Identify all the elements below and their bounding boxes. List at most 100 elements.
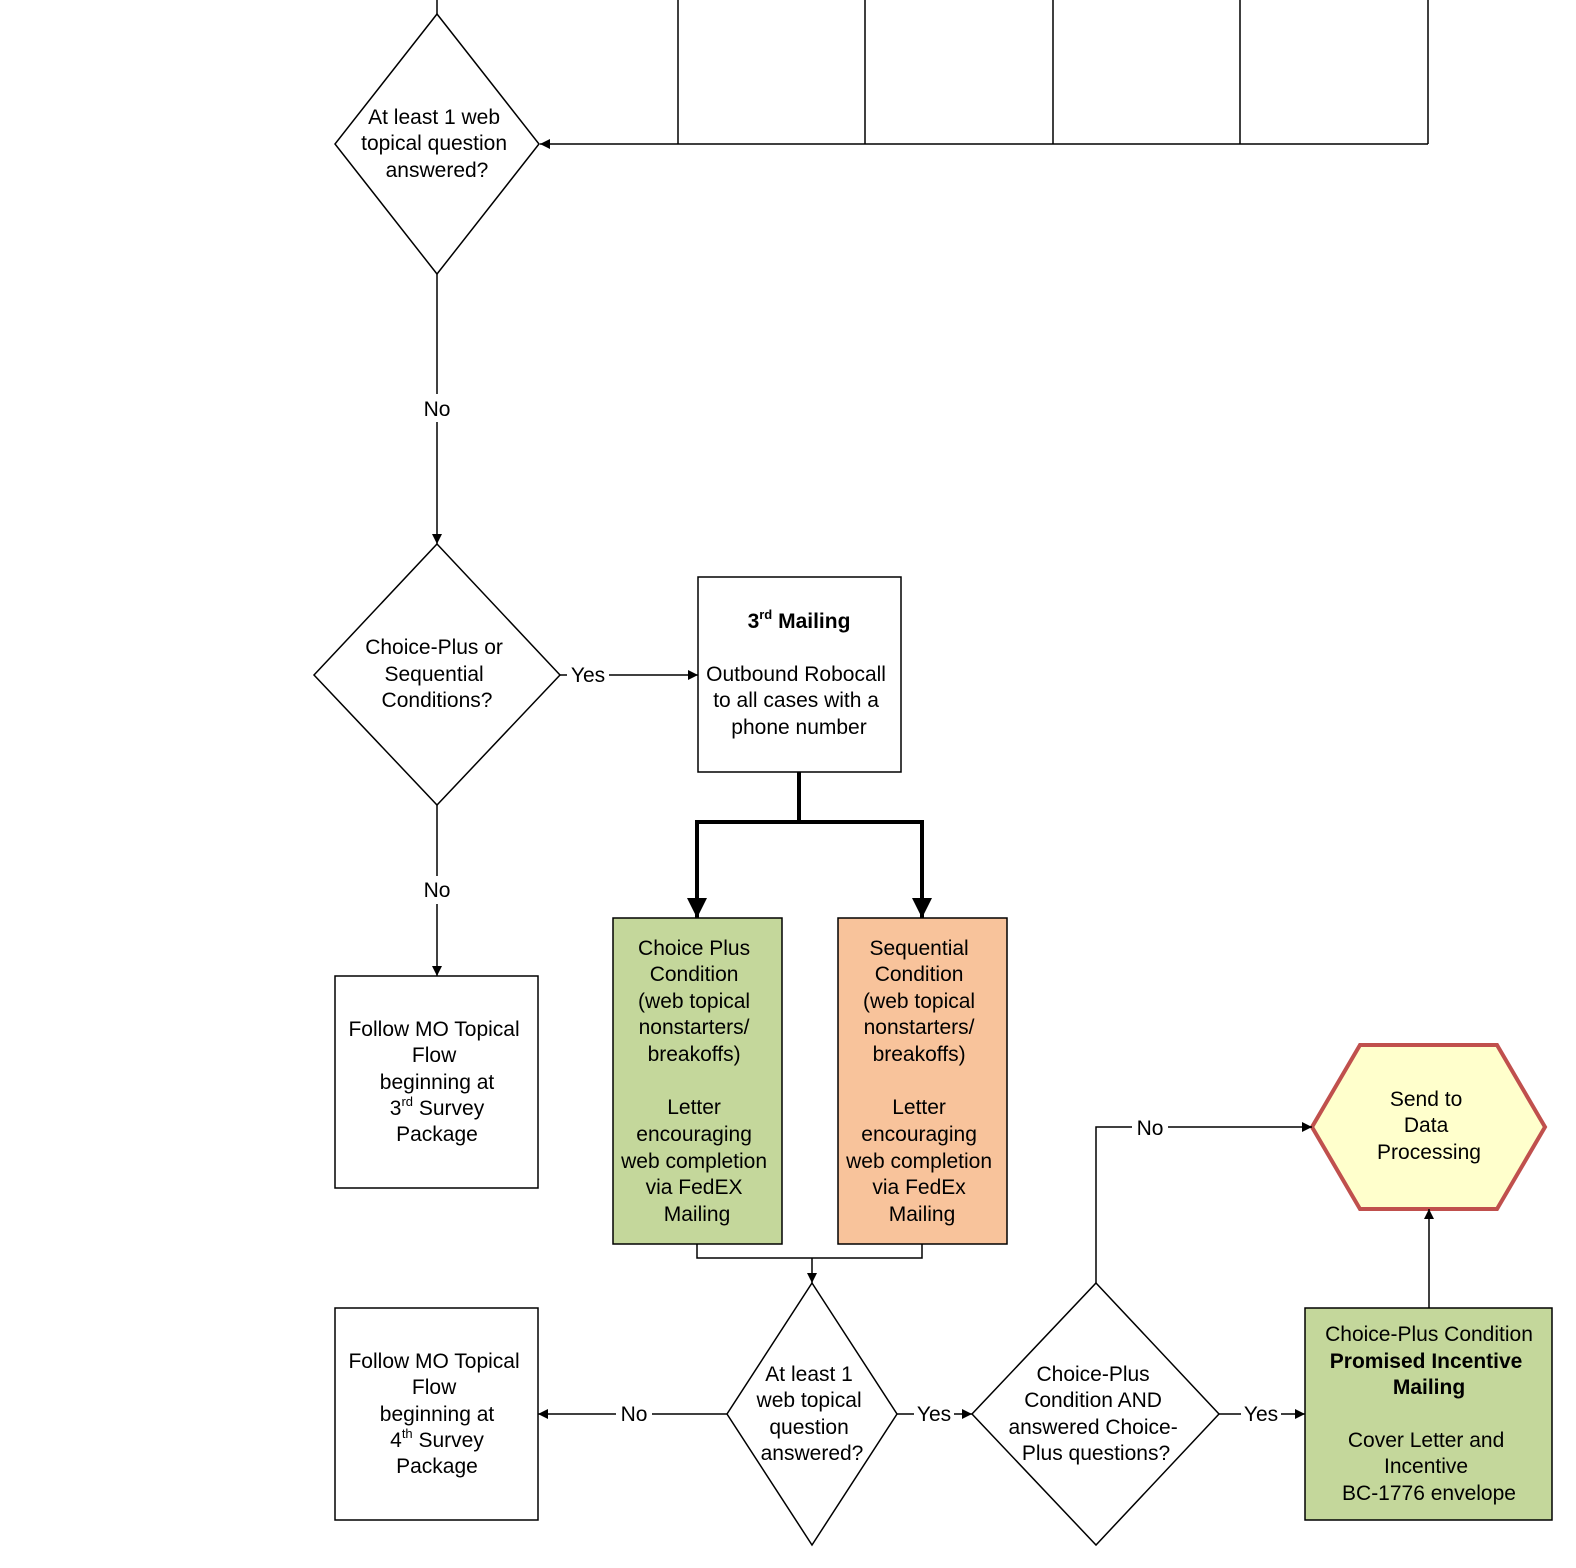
box-line: Letter — [667, 1096, 721, 1119]
decision-line: At least 1 web — [368, 106, 500, 129]
choice-plus-condition-box: Choice Plus Condition (web topical nonst… — [612, 917, 783, 1245]
edge-label-no: No — [1137, 1117, 1164, 1140]
decision-line: answered? — [761, 1442, 864, 1465]
box-line-bold: Promised Incentive — [1330, 1350, 1523, 1373]
box-line: Choice Plus — [638, 937, 750, 960]
box-line: breakoffs) — [648, 1043, 741, 1066]
third-mailing-title: 3rd Mailing — [748, 607, 851, 633]
edge-label-yes: Yes — [571, 664, 605, 687]
svg-text:Choice-Plus Condition AN: Choice-Plus Condition AND answered Choic… — [1008, 1363, 1183, 1465]
decision-web-topical-top: At least 1 web topical question answered… — [334, 12, 540, 276]
box-line: breakoffs) — [873, 1043, 966, 1066]
svg-text:At least 1 web topical q: At least 1 web topical question answered… — [361, 106, 513, 182]
svg-text:Choice Plus Condition: Choice Plus Condition (web topical nonst… — [620, 937, 773, 1226]
box-line: Incentive — [1384, 1455, 1468, 1478]
box-line: phone number — [731, 716, 866, 739]
box-line: Mailing — [664, 1203, 731, 1226]
decision-line: At least 1 — [765, 1363, 853, 1386]
svg-text:Send to Data Proce: Send to Data Processing — [1377, 1088, 1481, 1164]
edge-merge — [696, 1244, 923, 1283]
svg-text:At least 1 web topical: At least 1 web topical question answered… — [756, 1363, 868, 1465]
box-line: Outbound Robocall — [706, 663, 886, 686]
edge-label-yes: Yes — [917, 1403, 951, 1426]
box-line: Condition — [875, 963, 964, 986]
follow-mo-3rd-box: Follow MO Topical Flow beginning at 3rd … — [334, 975, 539, 1189]
box-line: beginning at — [380, 1403, 495, 1426]
edge-label-no: No — [621, 1403, 648, 1426]
box-line-bold: Mailing — [1393, 1376, 1465, 1399]
decision-web-topical-bottom: At least 1 web topical question answered… — [726, 1281, 898, 1547]
box-line: to all cases with a — [713, 689, 879, 712]
decision-line: Choice-Plus or — [365, 636, 503, 659]
edge-yes-1: Yes — [560, 662, 698, 688]
hex-line: Data — [1404, 1114, 1449, 1137]
svg-text:Follow MO Topical Flow: Follow MO Topical Flow beginning at — [348, 1018, 525, 1094]
box-line: BC-1776 envelope — [1342, 1482, 1516, 1505]
edge-no-2: No — [418, 805, 456, 976]
edge-yes-2: Yes — [897, 1401, 972, 1427]
box-line: nonstarters/ — [639, 1016, 750, 1039]
promised-incentive-box: Choice-Plus Condition Promised Incentive… — [1304, 1307, 1553, 1521]
edge-no-3: No — [1095, 1114, 1312, 1283]
box-line: Follow MO Topical — [348, 1350, 519, 1373]
box-line: (web topical — [638, 990, 750, 1013]
decision-choice-or-sequential: Choice-Plus or Sequential Conditions? — [312, 542, 562, 807]
svg-text:Cover Letter and Incenti: Cover Letter and Incentive BC-1776 envel… — [1342, 1429, 1516, 1505]
box-line: beginning at — [380, 1071, 495, 1094]
third-mailing-box: 3rd Mailing Outbound Robocall to all cas… — [697, 576, 902, 773]
edge-label-yes: Yes — [1244, 1403, 1278, 1426]
box-line: encouraging — [861, 1123, 977, 1146]
send-to-data-processing: Send to Data Processing — [1309, 1043, 1548, 1211]
promised-incentive-fill — [1304, 1307, 1553, 1521]
box-line: Condition — [650, 963, 739, 986]
box-line: Mailing — [889, 1203, 956, 1226]
box-ordinal-line: 4th Survey — [390, 1426, 484, 1452]
decision-line: answered Choice- — [1008, 1416, 1177, 1439]
edge-label-no: No — [424, 879, 451, 902]
decision-line: web topical — [756, 1389, 862, 1412]
decision-line: answered? — [386, 159, 489, 182]
edge-no-4: No — [538, 1401, 727, 1427]
decision-line: Condition AND — [1024, 1389, 1162, 1412]
svg-text:Sequential Condition: Sequential Condition (web topical nonsta… — [845, 937, 998, 1226]
decision-line: question — [769, 1416, 848, 1439]
edge-yes-3: Yes — [1219, 1401, 1305, 1427]
edge-bold-branch — [687, 772, 932, 918]
box-line: Letter — [892, 1096, 946, 1119]
choice-plus-fill — [612, 917, 783, 1245]
decision-line: Conditions? — [382, 689, 493, 712]
box-line: (web topical — [863, 990, 975, 1013]
box-line: encouraging — [636, 1123, 752, 1146]
box-line: web completion — [845, 1150, 992, 1173]
box-line: nonstarters/ — [864, 1016, 975, 1039]
svg-text:Outbound Robocall to all: Outbound Robocall to all cases with a ph… — [706, 663, 892, 739]
hex-line: Send to — [1390, 1088, 1462, 1111]
box-line: Flow — [412, 1376, 457, 1399]
box-line: Package — [396, 1455, 478, 1478]
decision-line: Choice-Plus — [1036, 1363, 1149, 1386]
box-line: Flow — [412, 1044, 457, 1067]
follow-mo-4th-box: Follow MO Topical Flow beginning at 4th … — [334, 1307, 539, 1521]
svg-text:Follow MO Topical Flow: Follow MO Topical Flow beginning at — [348, 1350, 525, 1426]
box-line: web completion — [620, 1150, 767, 1173]
top-connectors — [436, 0, 1429, 149]
edge-label-no: No — [424, 398, 451, 421]
decision-line: Plus questions? — [1022, 1442, 1170, 1465]
box-line: via FedEx — [872, 1176, 966, 1199]
box-line: Sequential — [869, 937, 968, 960]
sequential-condition-box: Sequential Condition (web topical nonsta… — [837, 917, 1008, 1245]
svg-text:Choice-Plus or Sequentia: Choice-Plus or Sequential Conditions? — [365, 636, 509, 712]
box-line: Package — [396, 1123, 478, 1146]
decision-line: Sequential — [384, 663, 483, 686]
svg-text:Promised Incentive Maili: Promised Incentive Mailing — [1330, 1350, 1528, 1399]
decision-choice-plus-answered: Choice-Plus Condition AND answered Choic… — [970, 1281, 1221, 1547]
box-line: Cover Letter and — [1348, 1429, 1504, 1452]
sequential-fill — [837, 917, 1008, 1245]
edge-no-1: No — [418, 274, 456, 544]
decision-line: topical question — [361, 132, 507, 155]
box-line: Follow MO Topical — [348, 1018, 519, 1041]
box-line: Choice-Plus Condition — [1325, 1323, 1533, 1346]
hex-line: Processing — [1377, 1141, 1481, 1164]
box-line: via FedEX — [646, 1176, 743, 1199]
